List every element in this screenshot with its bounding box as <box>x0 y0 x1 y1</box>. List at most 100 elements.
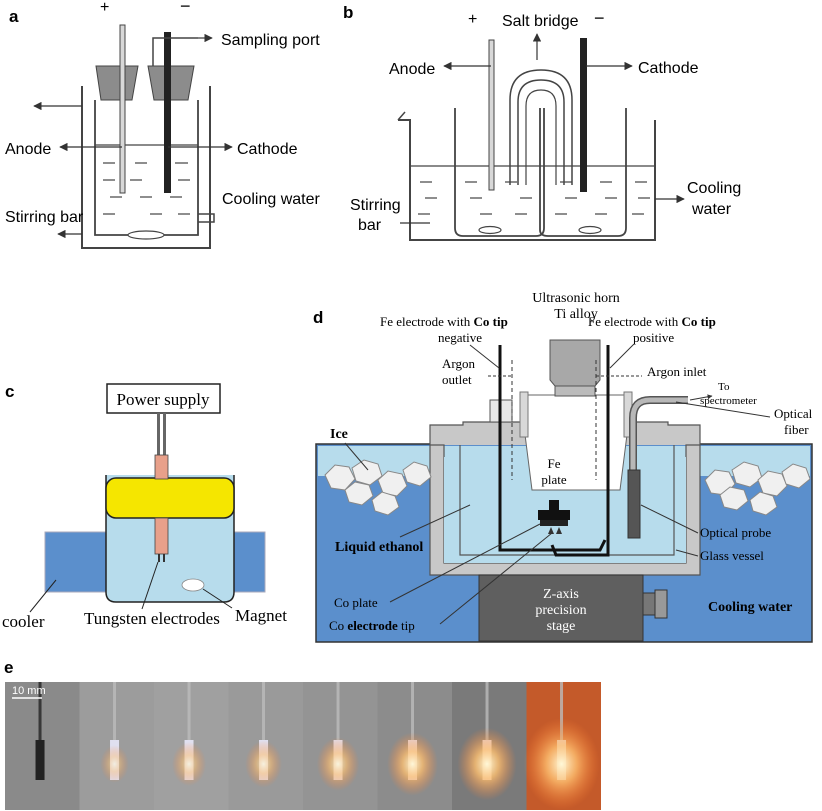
stage-label-2: precision <box>535 603 586 618</box>
b-cathode-label: Cathode <box>638 60 699 77</box>
panel-a-label: a <box>9 7 19 26</box>
argon-inlet-label: Argon inlet <box>647 364 707 379</box>
co-plate <box>540 520 568 526</box>
photo-electrode-3 <box>187 682 191 777</box>
b-anode-label: Anode <box>389 61 435 78</box>
panel-d: d Z-axis precision stage <box>313 291 813 643</box>
to-label: To <box>718 381 730 393</box>
panel-c-label: c <box>5 382 14 401</box>
b-cathode-beaker <box>539 108 627 237</box>
cathode-minus-sign: − <box>180 0 191 16</box>
fe-negative-line1: Fe electrode with Co tip <box>380 314 508 329</box>
cathode-electrode <box>164 32 171 193</box>
cooling-water-label: Cooling water <box>222 191 321 208</box>
co-tip-pre: Co <box>329 618 347 633</box>
photo-glow-4 <box>245 740 282 788</box>
panel-c: c Power supply cooler Tungsten electrode… <box>2 382 287 631</box>
panel-e: e 10 mm <box>4 658 601 810</box>
panel-b: b + − Salt bridge Anode Cathode Cooling … <box>343 3 741 241</box>
b-minus-sign: − <box>594 8 605 28</box>
anode-stopper <box>95 65 139 101</box>
b-stir-bar-left <box>478 225 502 235</box>
co-electrode-tip <box>548 527 562 534</box>
photo-glow-7 <box>457 727 517 801</box>
panel-e-label: e <box>4 658 13 677</box>
photo-electrode-6 <box>411 682 415 777</box>
anode-plus-sign: + <box>100 0 109 16</box>
plate-label: plate <box>541 472 566 487</box>
b-stir-bar-right <box>578 225 602 235</box>
argon-outlet-line1: Argon <box>442 356 475 371</box>
liquid-ethanol-label: Liquid ethanol <box>335 540 423 555</box>
c-magnet <box>181 578 205 592</box>
b-stirring-label: Stirring <box>350 197 401 214</box>
stirring-bar <box>127 230 165 240</box>
liquid-dashes <box>103 162 190 215</box>
b-water-label: water <box>691 201 732 218</box>
b-cooling-label: Cooling <box>687 180 741 197</box>
stage-label-3: stage <box>547 619 576 634</box>
fe-electrode-negative <box>498 345 607 552</box>
panel-d-label: d <box>313 308 323 327</box>
power-supply-label: Power supply <box>116 390 210 409</box>
b-plus-sign: + <box>468 11 477 28</box>
tungsten-electrode-right <box>163 554 165 562</box>
photo-electrode-4 <box>262 682 266 777</box>
photo-tip-1 <box>35 740 45 780</box>
anode-label: Anode <box>5 141 51 158</box>
optical-probe <box>627 469 641 539</box>
fe-electrode-positive <box>550 345 610 557</box>
optical-label: Optical <box>774 406 813 421</box>
fe-positive-co: Co tip <box>682 314 716 329</box>
co-electrode-tip-label: Co electrode tip <box>329 618 415 633</box>
c-yellow-cap <box>105 477 235 519</box>
b-cathode-electrode <box>580 38 587 192</box>
b-anode-beaker <box>454 108 545 237</box>
cathode-label: Cathode <box>237 141 298 158</box>
co-plate-label: Co plate <box>334 595 378 610</box>
photo-glow-6 <box>387 732 438 796</box>
z-stage <box>478 574 644 642</box>
salt-bridge-outer <box>509 69 573 185</box>
photo-glow-3 <box>172 742 207 786</box>
electrode-holder-bottom <box>154 517 169 555</box>
photo-glow-5 <box>316 737 360 791</box>
anode-electrode <box>119 24 126 194</box>
photo-glow-8 <box>523 718 600 810</box>
co-tip-post: tip <box>398 618 415 633</box>
ice-cubes-right <box>704 461 811 516</box>
argon-outlet-line2: outlet <box>442 372 472 387</box>
tungsten-electrode-left <box>158 554 160 562</box>
cooling-outlet-tube <box>198 213 215 223</box>
sampling-port-label: Sampling port <box>221 32 320 49</box>
z-stage-knob <box>654 589 668 619</box>
fe-label: Fe <box>548 456 561 471</box>
cooler-label: cooler <box>2 612 45 631</box>
optical-probe-label: Optical probe <box>700 525 771 540</box>
photo-electrode-5 <box>336 682 340 777</box>
photo-glow-2 <box>100 745 129 783</box>
power-supply-box <box>106 383 221 414</box>
ti-alloy-label: Ti alloy <box>554 307 597 322</box>
fe-negative-text: Fe electrode with <box>380 314 474 329</box>
fe-negative-line2: negative <box>438 330 482 345</box>
ultrasonic-horn-label: Ultrasonic horn <box>532 291 619 306</box>
fe-negative-co: Co tip <box>474 314 508 329</box>
b-bar-label: bar <box>358 217 382 234</box>
b-liquid-dashes <box>418 181 650 215</box>
horn-cone <box>519 394 633 491</box>
d-cooling-water-label: Cooling water <box>708 600 792 615</box>
sampling-port-tube <box>152 37 198 66</box>
b-outer-bath <box>398 119 656 241</box>
fiber-label: fiber <box>784 422 809 437</box>
panel-a: a + − Sampling port Anode Cathode Coolin… <box>5 0 321 249</box>
scale-label: 10 mm <box>12 685 46 697</box>
fe-positive-line2: positive <box>633 330 674 345</box>
tungsten-electrodes-label: Tungsten electrodes <box>84 609 220 628</box>
ultrasonic-horn <box>549 339 601 387</box>
electrode-holder-top <box>154 454 169 480</box>
stage-label-1: Z-axis <box>543 587 579 602</box>
spectrometer-label: spectrometer <box>700 395 757 407</box>
fe-positive-text: Fe electrode with <box>588 314 682 329</box>
